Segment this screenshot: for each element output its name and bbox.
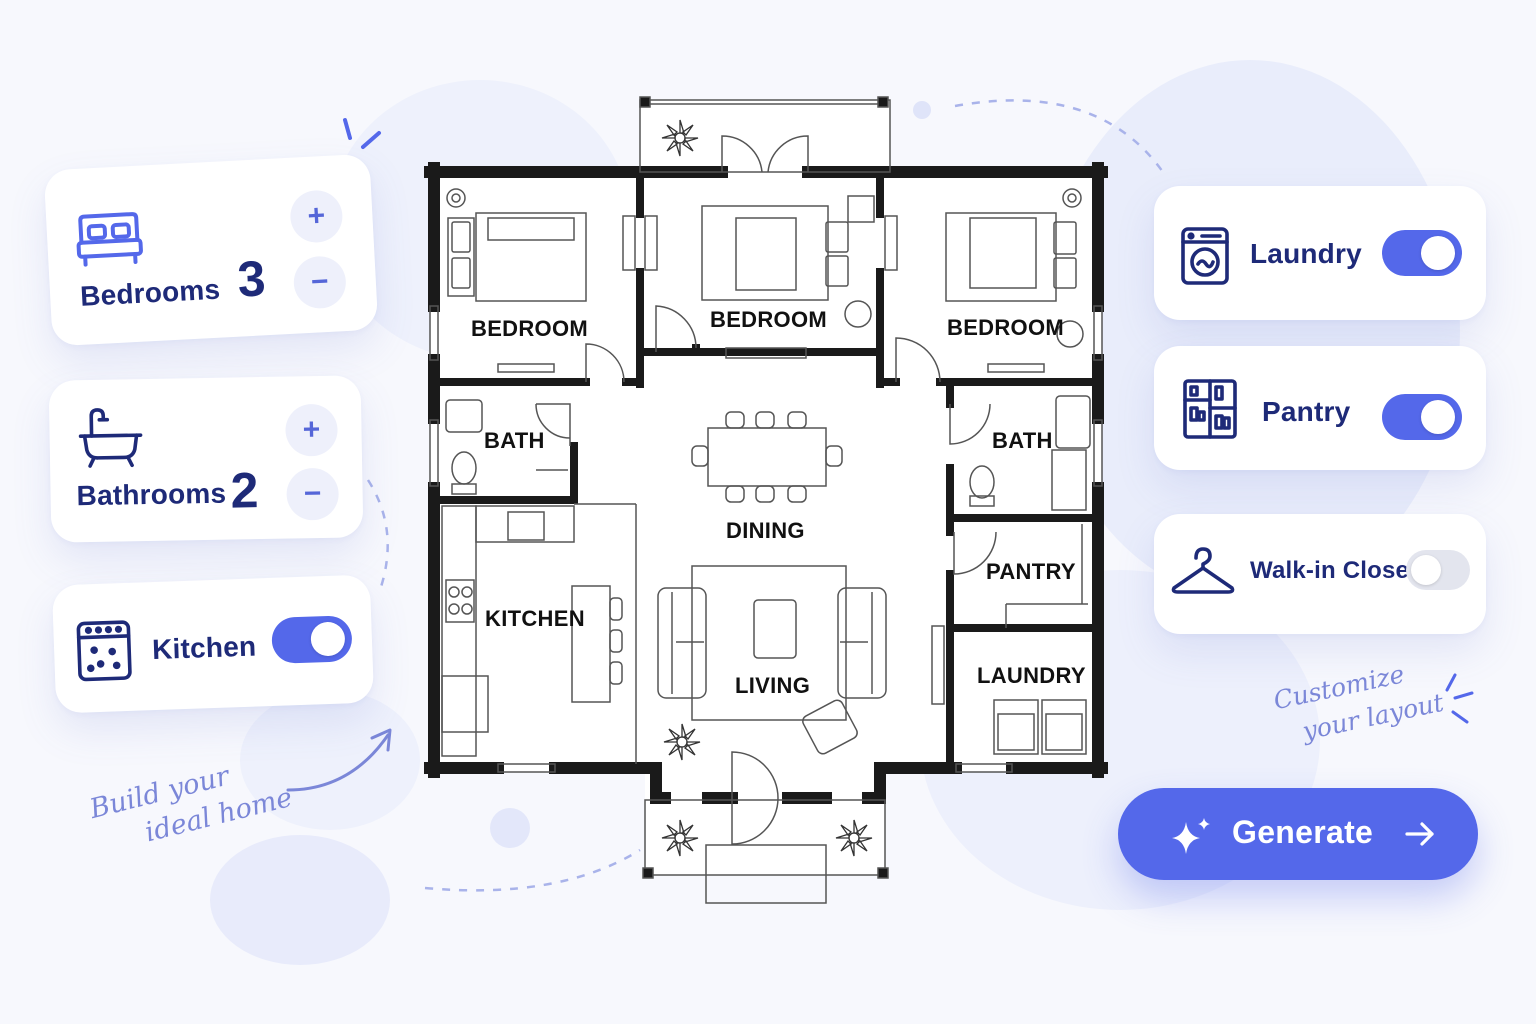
laundry-toggle[interactable] — [1382, 230, 1462, 276]
room-label-bedroom-center: BEDROOM — [710, 307, 827, 332]
pantry-card: Pantry — [1154, 346, 1486, 470]
plant-symbols — [661, 119, 873, 857]
kitchen-label: Kitchen — [151, 630, 257, 666]
laundry-card: Laundry — [1154, 186, 1486, 320]
bathtub-icon — [77, 407, 144, 470]
arrow-right-icon — [1404, 820, 1436, 853]
washing-machine-icon — [1180, 226, 1230, 286]
bathrooms-increment-button[interactable]: + — [285, 403, 338, 457]
walk-in-closet-card: Walk-in Closet — [1154, 514, 1486, 634]
room-label-dining: DINING — [726, 518, 805, 543]
bathrooms-decrement-button[interactable]: − — [286, 467, 340, 521]
kitchen-toggle-knob — [310, 621, 346, 657]
room-label-pantry: PANTRY — [986, 559, 1076, 584]
thin-details — [429, 96, 1103, 904]
hanger-icon — [1170, 546, 1236, 598]
walk-in-closet-label: Walk-in Closet — [1250, 557, 1418, 584]
room-label-bedroom-right: BEDROOM — [947, 315, 1064, 340]
room-label-bedroom-left: BEDROOM — [471, 316, 588, 341]
generate-button[interactable]: Generate — [1118, 788, 1478, 880]
walk-in-closet-toggle[interactable] — [1406, 550, 1470, 590]
sparkle-icon — [1170, 816, 1214, 861]
room-label-kitchen: KITCHEN — [485, 606, 585, 631]
bedrooms-decrement-button[interactable]: − — [292, 255, 348, 310]
laundry-label: Laundry — [1250, 238, 1362, 269]
pantry-shelf-icon — [1182, 378, 1238, 440]
stove-icon — [75, 619, 133, 683]
bedrooms-label: Bedrooms — [79, 273, 221, 312]
bathrooms-count: 2 — [230, 462, 259, 519]
bathrooms-card: Bathrooms 2 + − — [48, 375, 364, 543]
bedrooms-count: 3 — [236, 250, 267, 308]
laundry-toggle-knob — [1421, 236, 1455, 270]
pantry-toggle-knob — [1421, 400, 1455, 434]
kitchen-card: Kitchen — [51, 574, 375, 714]
generate-label: Generate — [1232, 814, 1374, 850]
pantry-label: Pantry — [1262, 396, 1351, 427]
walk-in-closet-toggle-knob — [1411, 555, 1441, 585]
room-label-bath-right: BATH — [992, 428, 1053, 453]
kitchen-toggle[interactable] — [271, 615, 353, 664]
room-label-laundry: LAUNDRY — [977, 663, 1086, 688]
room-label-bath-left: BATH — [484, 428, 545, 453]
pantry-toggle[interactable] — [1382, 394, 1462, 440]
room-label-living: LIVING — [735, 673, 811, 698]
bedrooms-increment-button[interactable]: + — [289, 189, 344, 244]
bathrooms-label: Bathrooms — [76, 477, 227, 512]
bed-icon — [74, 210, 145, 269]
bedrooms-card: Bedrooms 3 + − — [43, 153, 379, 347]
